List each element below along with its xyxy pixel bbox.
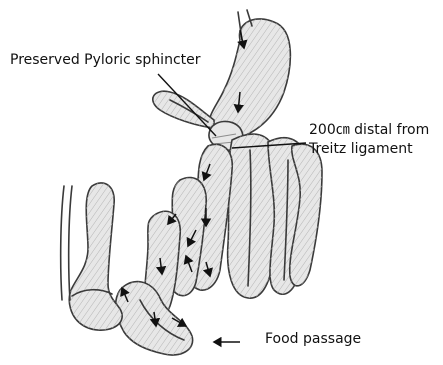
distal-label-line2: Treitz ligament xyxy=(309,140,413,158)
food-passage-label: Food passage xyxy=(265,331,361,348)
stomach xyxy=(209,10,290,139)
afferent-loop xyxy=(153,91,214,128)
pyloric-label: Preserved Pyloric sphincter xyxy=(10,52,201,69)
distal-label-line1: 200㎝ distal from xyxy=(309,121,429,139)
central-loops xyxy=(145,144,233,318)
left-limb xyxy=(61,183,122,330)
right-loops xyxy=(228,134,322,298)
